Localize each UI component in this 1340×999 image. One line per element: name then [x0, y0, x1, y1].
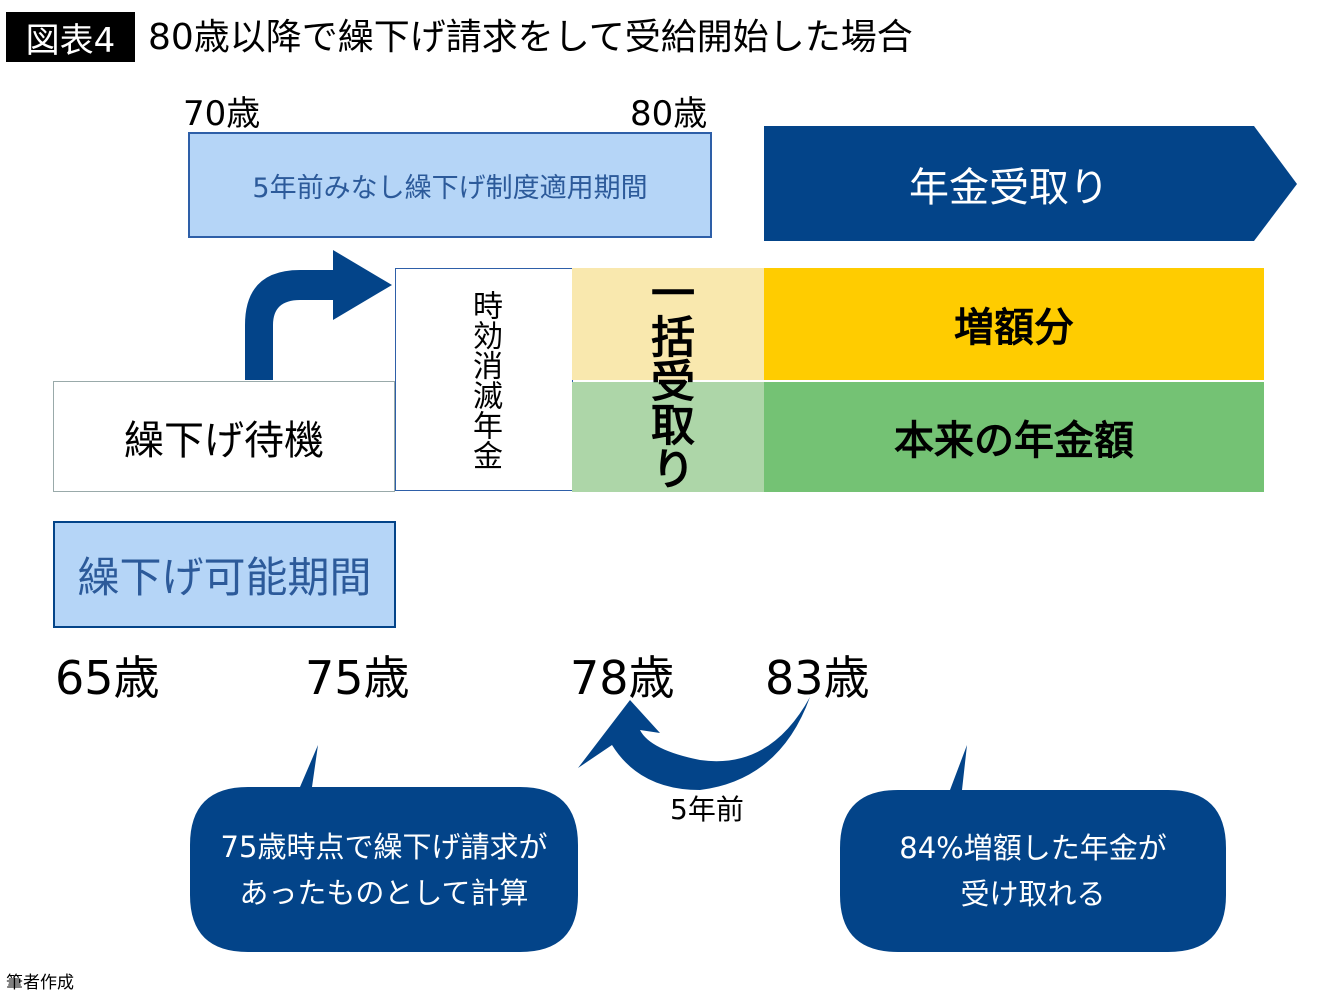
- age-78-label: 78歳: [570, 651, 675, 705]
- age-70-label: 70歳: [183, 94, 261, 134]
- minashi-period-box: 5年前みなし繰下げ制度適用期間: [188, 132, 712, 238]
- expired-pension-box: 時効消滅年金: [395, 268, 573, 491]
- pension-banner-arrow: [764, 126, 1297, 241]
- bubble-right-shape: [840, 745, 1226, 952]
- bubble-left: 75歳時点で繰下げ請求が あったものとして計算: [190, 787, 578, 952]
- expired-pension-label: 時効消滅年金: [467, 289, 502, 470]
- lump-sum-upper: [572, 268, 764, 380]
- lump-sum-box: 一括受取り: [572, 268, 764, 492]
- increase-box: 増額分: [764, 268, 1264, 380]
- bubble-left-shape: [190, 745, 578, 952]
- curved-back-arrow-icon: [578, 697, 810, 790]
- age-80-label: 80歳: [630, 94, 708, 134]
- figure-badge: 図表4: [6, 12, 135, 62]
- lump-sum-label: 一括受取り: [643, 270, 694, 490]
- base-amount-box: 本来の年金額: [764, 382, 1264, 492]
- page-title: 80歳以降で繰下げ請求をして受給開始した場合: [148, 17, 913, 58]
- bent-arrow-shape: [245, 250, 392, 380]
- bubble-right-line2: 受け取れる: [960, 877, 1106, 911]
- bubble-right-line1: 84%増額した年金が: [899, 831, 1167, 865]
- deferral-period-box: 繰下げ可能期間: [53, 521, 396, 628]
- bubble-left-line2: あったものとして計算: [239, 875, 529, 910]
- age-65-label: 65歳: [55, 651, 160, 705]
- pension-banner-label: 年金受取り: [909, 164, 1109, 211]
- age-83-label: 83歳: [765, 651, 870, 705]
- age-75-label: 75歳: [305, 651, 410, 705]
- lump-sum-lower: [572, 382, 764, 492]
- source-note: 筆者作成: [6, 973, 74, 993]
- deferral-wait-box: 繰下げ待機: [53, 381, 395, 492]
- bubble-left-line1: 75歳時点で繰下げ請求が: [220, 829, 548, 864]
- five-years-back-label: 5年前: [670, 793, 744, 826]
- bubble-right: 84%増額した年金が 受け取れる: [840, 790, 1226, 952]
